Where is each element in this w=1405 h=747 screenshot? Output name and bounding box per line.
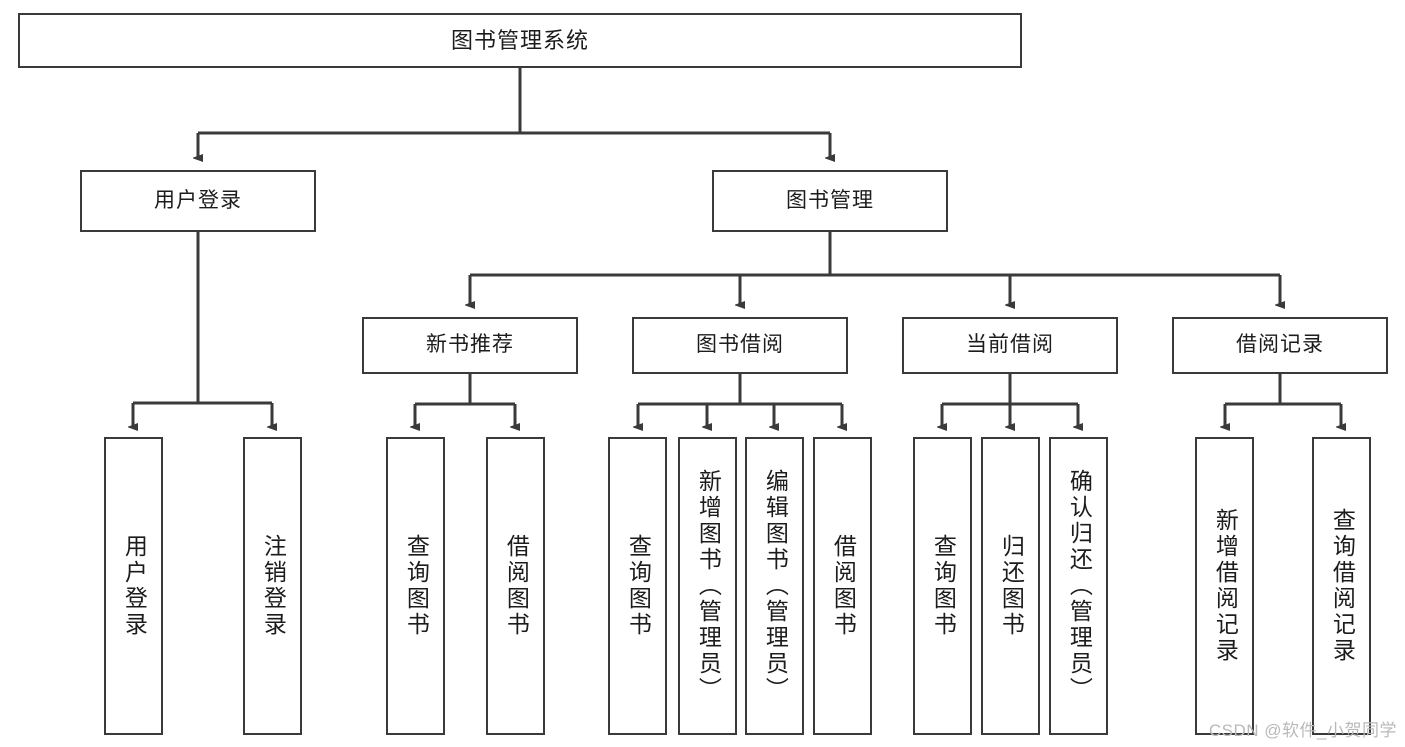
leaf-borrow-book-label: 借阅图书 bbox=[830, 534, 857, 638]
leaf-add-book-admin-label: 新增图书（管理员） bbox=[695, 469, 722, 703]
leaf-logout-login-label: 注销登录 bbox=[260, 534, 287, 638]
leaf-query-book-current-label: 查询图书 bbox=[930, 534, 957, 638]
leaf-add-book-admin[interactable]: 新增图书（管理员） bbox=[678, 437, 737, 735]
leaf-confirm-return-admin-label: 确认归还（管理员） bbox=[1066, 469, 1093, 703]
node-current-borrow[interactable]: 当前借阅 bbox=[902, 317, 1118, 374]
leaf-edit-book-admin-label: 编辑图书（管理员） bbox=[762, 469, 789, 703]
csdn-watermark: CSDN @软件_小贺同学 bbox=[1208, 721, 1397, 740]
node-current-borrow-label: 当前借阅 bbox=[966, 333, 1054, 357]
node-new-book-recommend-label: 新书推荐 bbox=[426, 333, 514, 357]
leaf-add-borrow-record-label: 新增借阅记录 bbox=[1212, 508, 1239, 664]
leaf-return-book-label: 归还图书 bbox=[998, 534, 1025, 638]
node-book-borrow[interactable]: 图书借阅 bbox=[632, 317, 848, 374]
node-book-manage[interactable]: 图书管理 bbox=[712, 170, 948, 232]
leaf-borrow-book[interactable]: 借阅图书 bbox=[813, 437, 872, 735]
leaf-borrow-book-rec-label: 借阅图书 bbox=[503, 534, 530, 638]
node-new-book-recommend[interactable]: 新书推荐 bbox=[362, 317, 578, 374]
node-user-login[interactable]: 用户登录 bbox=[80, 170, 316, 232]
leaf-query-book-borrow-label: 查询图书 bbox=[625, 534, 652, 638]
leaf-query-book-rec-label: 查询图书 bbox=[403, 534, 430, 638]
node-borrow-record[interactable]: 借阅记录 bbox=[1172, 317, 1388, 374]
leaf-return-book[interactable]: 归还图书 bbox=[981, 437, 1040, 735]
leaf-add-borrow-record[interactable]: 新增借阅记录 bbox=[1195, 437, 1254, 735]
node-book-borrow-label: 图书借阅 bbox=[696, 333, 784, 357]
leaf-confirm-return-admin[interactable]: 确认归还（管理员） bbox=[1049, 437, 1108, 735]
leaf-logout-login[interactable]: 注销登录 bbox=[243, 437, 302, 735]
leaf-user-login[interactable]: 用户登录 bbox=[104, 437, 163, 735]
leaf-borrow-book-rec[interactable]: 借阅图书 bbox=[486, 437, 545, 735]
node-root-label: 图书管理系统 bbox=[450, 27, 589, 53]
leaf-user-login-label: 用户登录 bbox=[121, 534, 148, 638]
leaf-query-book-rec[interactable]: 查询图书 bbox=[386, 437, 445, 735]
node-root[interactable]: 图书管理系统 bbox=[18, 13, 1022, 68]
leaf-query-borrow-record-label: 查询借阅记录 bbox=[1329, 508, 1356, 664]
leaf-edit-book-admin[interactable]: 编辑图书（管理员） bbox=[745, 437, 804, 735]
node-borrow-record-label: 借阅记录 bbox=[1236, 333, 1324, 357]
node-user-login-label: 用户登录 bbox=[154, 188, 242, 212]
node-book-manage-label: 图书管理 bbox=[786, 188, 874, 212]
leaf-query-book-borrow[interactable]: 查询图书 bbox=[608, 437, 667, 735]
leaf-query-borrow-record[interactable]: 查询借阅记录 bbox=[1312, 437, 1371, 735]
leaf-query-book-current[interactable]: 查询图书 bbox=[913, 437, 972, 735]
